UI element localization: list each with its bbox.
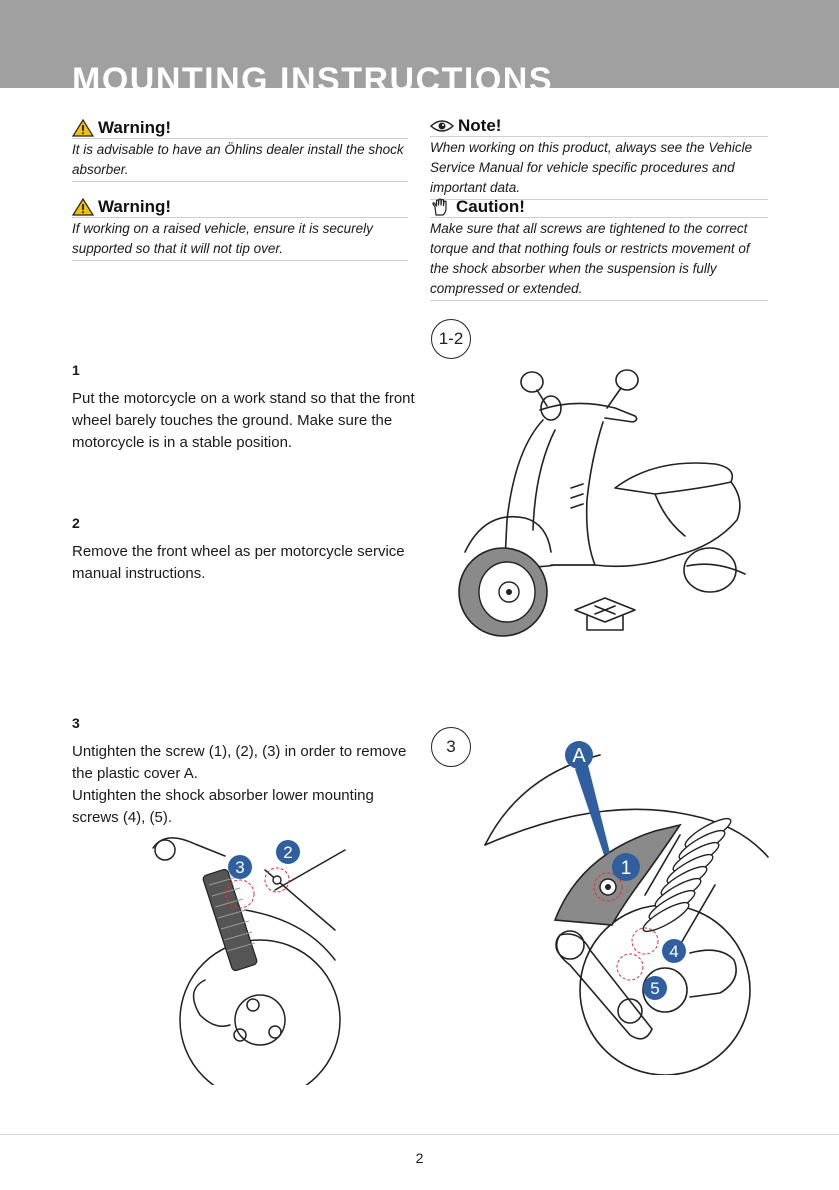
figure-label-text: 1-2 xyxy=(438,329,464,348)
figure-label-text: 3 xyxy=(446,737,456,756)
note-notice: Note! When working on this product, alwa… xyxy=(430,115,768,200)
callout-4: 4 xyxy=(669,942,678,961)
warning-triangle-icon xyxy=(72,197,94,216)
hand-icon xyxy=(432,197,447,216)
caution-heading-text: Caution! xyxy=(456,197,525,216)
step-text: Untighten the screw (1), (2), (3) in ord… xyxy=(72,743,407,826)
callout-a: A xyxy=(572,745,586,767)
page-number: 2 xyxy=(415,1150,424,1166)
footer-divider xyxy=(0,1134,839,1135)
callout-3: 3 xyxy=(235,858,244,877)
warning-notice-1: Warning! It is advisable to have an Öhli… xyxy=(72,117,408,182)
figure-label-3: 3 xyxy=(431,727,471,767)
warning-text-2: If working on a raised vehicle, ensure i… xyxy=(72,218,408,261)
eye-icon xyxy=(430,119,454,132)
warning-heading-text-1: Warning! xyxy=(98,118,172,137)
warning-notice-2: Warning! If working on a raised vehicle,… xyxy=(72,196,408,261)
warning-heading-1: Warning! xyxy=(72,117,408,139)
note-text: When working on this product, always see… xyxy=(430,137,768,200)
figure-label-1-2: 1-2 xyxy=(431,319,471,359)
shock-absorber-screws-illustration: 3 2 xyxy=(152,837,346,1085)
warning-triangle-icon xyxy=(72,118,94,137)
warning-text-1: It is advisable to have an Öhlins dealer… xyxy=(72,139,408,182)
step-number: 3 xyxy=(72,715,80,731)
step-3: 3 Untighten the screw (1), (2), (3) in o… xyxy=(72,714,417,829)
step-2: 2 Remove the front wheel as per motorcyc… xyxy=(72,514,417,585)
caution-heading: Caution! xyxy=(430,196,768,218)
note-heading-text: Note! xyxy=(458,116,502,135)
warning-heading-2: Warning! xyxy=(72,196,408,218)
step-text: Put the motorcycle on a work stand so th… xyxy=(72,390,415,451)
scooter-on-stand-illustration xyxy=(458,369,746,637)
caution-text: Make sure that all screws are tightened … xyxy=(430,218,768,301)
header-band: MOUNTING INSTRUCTIONS xyxy=(0,0,839,88)
note-heading: Note! xyxy=(430,115,768,137)
step-1: 1 Put the motorcycle on a work stand so … xyxy=(72,361,417,454)
step-number: 2 xyxy=(72,515,80,531)
callout-5: 5 xyxy=(650,979,659,998)
caution-notice: Caution! Make sure that all screws are t… xyxy=(430,196,768,301)
front-suspension-cover-illustration: A 1 4 5 xyxy=(484,741,769,1075)
step-text: Remove the front wheel as per motorcycle… xyxy=(72,543,405,582)
page-title: MOUNTING INSTRUCTIONS xyxy=(72,61,554,88)
step-number: 1 xyxy=(72,362,80,378)
callout-1: 1 xyxy=(621,858,632,879)
warning-heading-text-2: Warning! xyxy=(98,197,172,216)
callout-2: 2 xyxy=(283,843,292,862)
